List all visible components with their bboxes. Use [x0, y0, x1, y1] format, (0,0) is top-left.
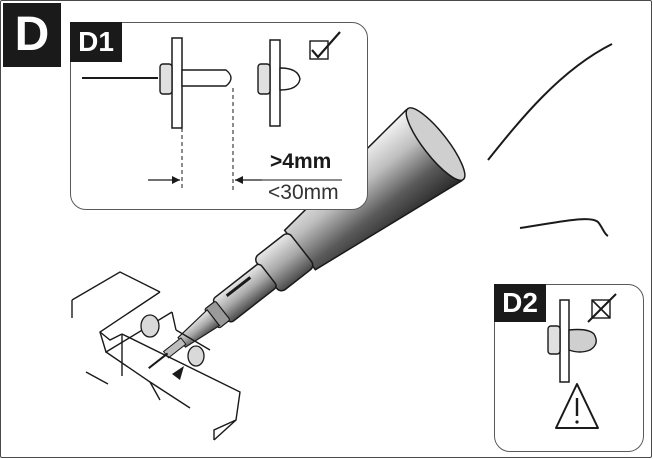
panel-d1-badge: D1 [70, 22, 122, 62]
panel-d2-badge: D2 [494, 284, 546, 322]
insert-arrow [172, 366, 184, 380]
dimension-min-label: >4mm [270, 150, 332, 173]
dimension-max-label: <30mm [268, 181, 339, 204]
cable [487, 43, 613, 161]
rivet-hole [187, 345, 205, 367]
cable-lower [519, 218, 609, 237]
mounting-rail [71, 271, 241, 441]
step-badge: D [3, 3, 61, 67]
rivet-tool [148, 107, 466, 369]
rail-hole [140, 314, 160, 338]
